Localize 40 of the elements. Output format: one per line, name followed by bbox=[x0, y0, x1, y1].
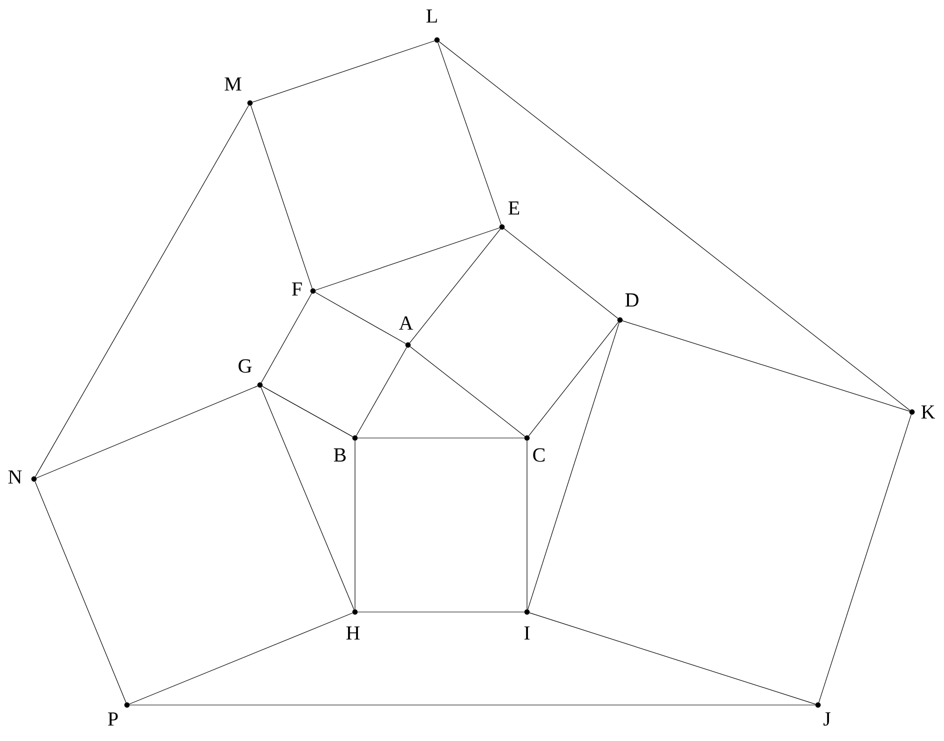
line-segment bbox=[250, 105, 312, 289]
point-label: N bbox=[8, 470, 22, 484]
line-segment bbox=[818, 414, 912, 703]
point-label: B bbox=[334, 448, 346, 462]
line-segment bbox=[504, 228, 618, 319]
point-label: I bbox=[524, 626, 530, 640]
point-label: G bbox=[238, 359, 252, 373]
line-segment bbox=[129, 612, 353, 704]
line-segment bbox=[34, 481, 126, 703]
line-segment bbox=[622, 320, 910, 412]
point-label: A bbox=[398, 316, 414, 330]
point-label: M bbox=[224, 77, 242, 91]
line-segment bbox=[315, 228, 500, 290]
point-label: J bbox=[824, 712, 830, 726]
point-label: F bbox=[292, 282, 302, 296]
point-label: D bbox=[625, 293, 638, 307]
line-segment bbox=[526, 440, 528, 610]
line-segment bbox=[35, 105, 249, 477]
line-segment bbox=[529, 612, 816, 704]
line-segment bbox=[252, 40, 435, 102]
line-segment bbox=[261, 293, 312, 383]
line-segment bbox=[528, 322, 620, 610]
line-segment bbox=[262, 386, 353, 437]
line-segment bbox=[129, 704, 816, 706]
point-label: L bbox=[426, 9, 437, 23]
line-segment bbox=[315, 292, 406, 344]
point-label: P bbox=[108, 712, 118, 726]
line-segment bbox=[260, 387, 354, 610]
line-segment bbox=[354, 440, 356, 610]
line-segment bbox=[410, 346, 526, 437]
point-label: C bbox=[533, 448, 545, 462]
point-label: E bbox=[508, 201, 520, 215]
point-label: H bbox=[346, 626, 360, 640]
line-segment bbox=[36, 386, 258, 478]
point-label: K bbox=[921, 405, 936, 419]
line-segment bbox=[528, 322, 619, 436]
line-segment bbox=[438, 42, 502, 225]
line-segment bbox=[356, 347, 407, 436]
line-segment bbox=[409, 228, 501, 344]
line-segment bbox=[438, 41, 910, 411]
